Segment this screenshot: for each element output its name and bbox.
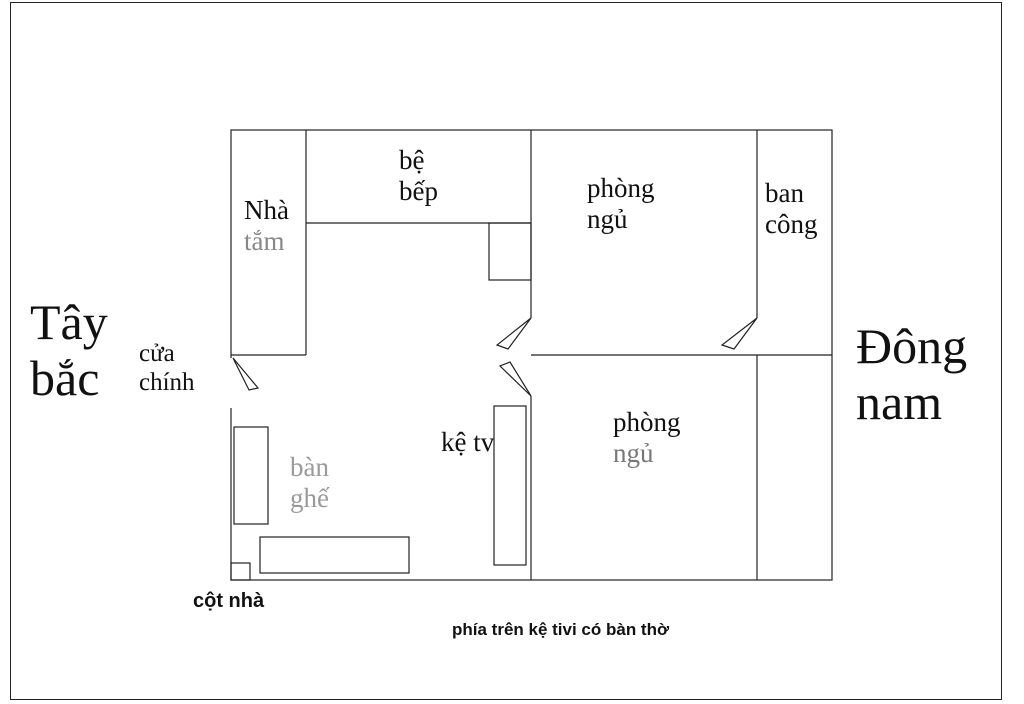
kitchen-nook [488, 222, 532, 281]
door-swing-main [232, 357, 260, 391]
direction-west-line1: Tây [30, 294, 108, 350]
tv-shelf [493, 405, 527, 566]
direction-east-line1: Đông [856, 318, 968, 374]
pillar-label: cột nhà [193, 590, 265, 612]
table-chairs-label-line2: ghế [290, 483, 329, 514]
kitchen-label-line1: bệ [399, 145, 425, 175]
page-border [10, 2, 1002, 700]
bathroom-label-line2: tắm [244, 226, 285, 257]
direction-west-line2: bắc [30, 350, 100, 406]
kitchen-label: bệ bếp [399, 145, 438, 207]
bathroom-label-line1: Nhà [244, 195, 289, 225]
bedroom-top-label: phòng ngủ [587, 173, 655, 235]
main-door-label: cửa chính [139, 340, 195, 398]
table [259, 536, 410, 574]
bedroom-bottom-label-line1: phòng [613, 407, 681, 437]
kitchen-label-line2: bếp [399, 176, 438, 207]
door-swing-bedroom-top [495, 317, 532, 350]
pillar [230, 562, 251, 581]
balcony-label-line2: công [765, 209, 818, 240]
bathroom-label: Nhà tắm [244, 195, 289, 257]
direction-east: Đông nam [856, 318, 967, 430]
altar-note: phía trên kệ tivi có bàn thờ [452, 620, 670, 639]
main-door-label-line2: chính [139, 368, 195, 396]
bedroom-bottom-label: phòng ngủ [613, 407, 681, 469]
table-chairs-label-line1: bàn [290, 452, 329, 482]
table-chairs-label: bàn ghế [290, 452, 329, 514]
main-door-label-line1: cửa [139, 340, 175, 367]
tv-shelf-label: kệ tv [441, 427, 494, 458]
balcony-label: ban công [765, 178, 817, 240]
bedroom-bottom-label-line2: ngủ [613, 438, 654, 469]
balcony-label-line1: ban [765, 178, 804, 208]
sofa [233, 426, 269, 525]
direction-west: Tây bắc [30, 294, 108, 406]
tv-shelf-label-text: kệ tv [441, 427, 495, 457]
door-swing-balcony [720, 317, 758, 350]
door-swing-bedroom-bottom [498, 361, 532, 397]
bedroom-top-label-line2: ngủ [587, 204, 628, 235]
bedroom-top-label-line1: phòng [587, 173, 655, 203]
direction-east-line2: nam [856, 374, 943, 430]
